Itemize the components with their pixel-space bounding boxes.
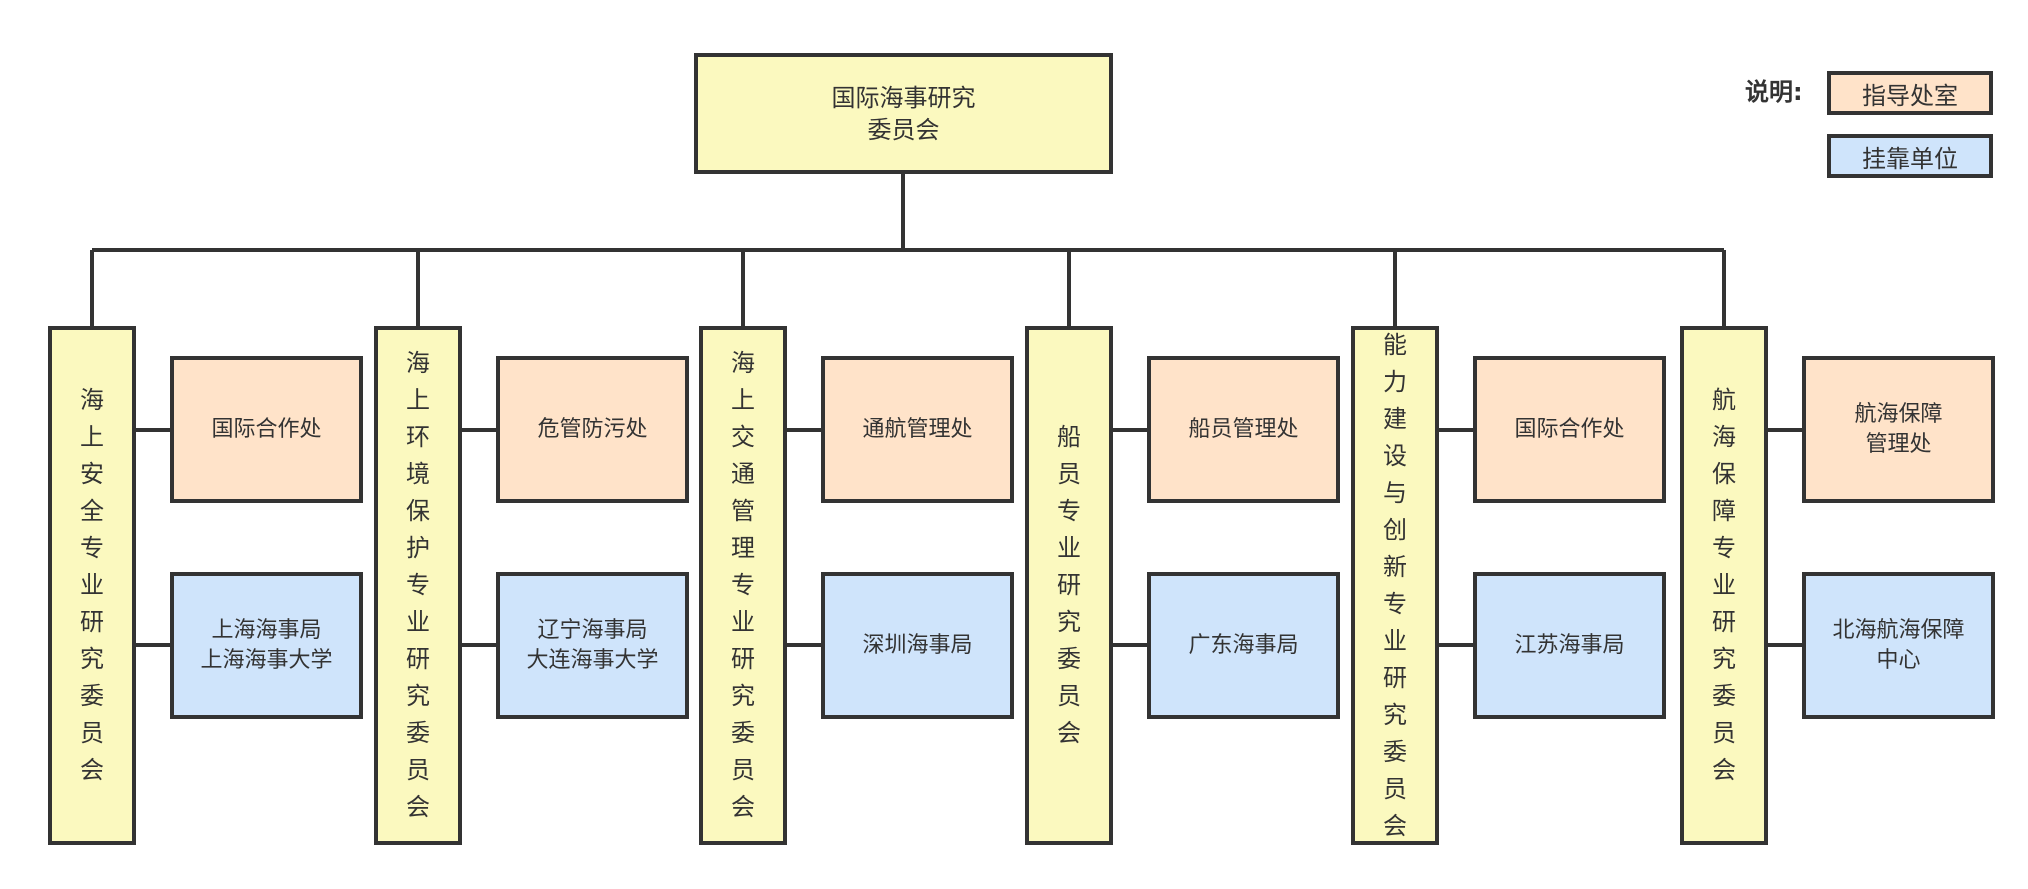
guide-office-label: 航海保障 管理处	[1854, 401, 1943, 457]
committee-label: 海 上 安 全 专 业 研 究 委 员 会	[80, 386, 104, 784]
host-unit-label: 上海海事局 上海海事大学	[200, 617, 333, 673]
guide-office-box: 航海保障 管理处	[1802, 356, 1995, 503]
legend-guide-office: 指导处室	[1827, 71, 1993, 115]
guide-office-label: 危管防污处	[537, 416, 648, 442]
legend-unit-label: 挂靠单位	[1862, 144, 1958, 173]
host-unit-label: 辽宁海事局 大连海事大学	[526, 617, 659, 673]
host-unit-box: 广东海事局	[1147, 572, 1340, 719]
guide-office-label: 国际合作处	[211, 416, 322, 442]
guide-office-box: 危管防污处	[496, 356, 689, 503]
legend-guide-label: 指导处室	[1862, 81, 1958, 110]
committee-label: 航 海 保 障 专 业 研 究 委 员 会	[1712, 386, 1736, 784]
committee-label: 能 力 建 设 与 创 新 专 业 研 究 委 员 会	[1383, 330, 1407, 840]
guide-office-label: 船员管理处	[1188, 416, 1299, 442]
committee-label: 船 员 专 业 研 究 委 员 会	[1057, 423, 1081, 747]
committee-capacity-innovation: 能 力 建 设 与 创 新 专 业 研 究 委 员 会	[1351, 326, 1439, 845]
guide-office-box: 通航管理处	[821, 356, 1014, 503]
host-unit-box: 辽宁海事局 大连海事大学	[496, 572, 689, 719]
committee-label: 海 上 环 境 保 护 专 业 研 究 委 员 会	[406, 349, 430, 821]
root-label: 国际海事研究 委员会	[831, 83, 976, 144]
guide-office-label: 通航管理处	[862, 416, 973, 442]
host-unit-box: 深圳海事局	[821, 572, 1014, 719]
legend-title: 说明:	[1745, 78, 1803, 106]
host-unit-label: 北海航海保障 中心	[1832, 617, 1965, 673]
committee-maritime-safety: 海 上 安 全 专 业 研 究 委 员 会	[48, 326, 136, 845]
root-node: 国际海事研究 委员会	[694, 53, 1113, 174]
guide-office-label: 国际合作处	[1514, 416, 1625, 442]
committee-navigation-support: 航 海 保 障 专 业 研 究 委 员 会	[1680, 326, 1768, 845]
committee-seafarers: 船 员 专 业 研 究 委 员 会	[1025, 326, 1113, 845]
host-unit-box: 北海航海保障 中心	[1802, 572, 1995, 719]
guide-office-box: 国际合作处	[1473, 356, 1666, 503]
host-unit-box: 上海海事局 上海海事大学	[170, 572, 363, 719]
committee-label: 海 上 交 通 管 理 专 业 研 究 委 员 会	[731, 349, 755, 821]
guide-office-box: 国际合作处	[170, 356, 363, 503]
host-unit-label: 广东海事局	[1188, 632, 1299, 658]
host-unit-box: 江苏海事局	[1473, 572, 1666, 719]
host-unit-label: 江苏海事局	[1514, 632, 1625, 658]
legend-host-unit: 挂靠单位	[1827, 134, 1993, 178]
committee-traffic-management: 海 上 交 通 管 理 专 业 研 究 委 员 会	[699, 326, 787, 845]
committee-marine-environment: 海 上 环 境 保 护 专 业 研 究 委 员 会	[374, 326, 462, 845]
host-unit-label: 深圳海事局	[862, 632, 973, 658]
guide-office-box: 船员管理处	[1147, 356, 1340, 503]
